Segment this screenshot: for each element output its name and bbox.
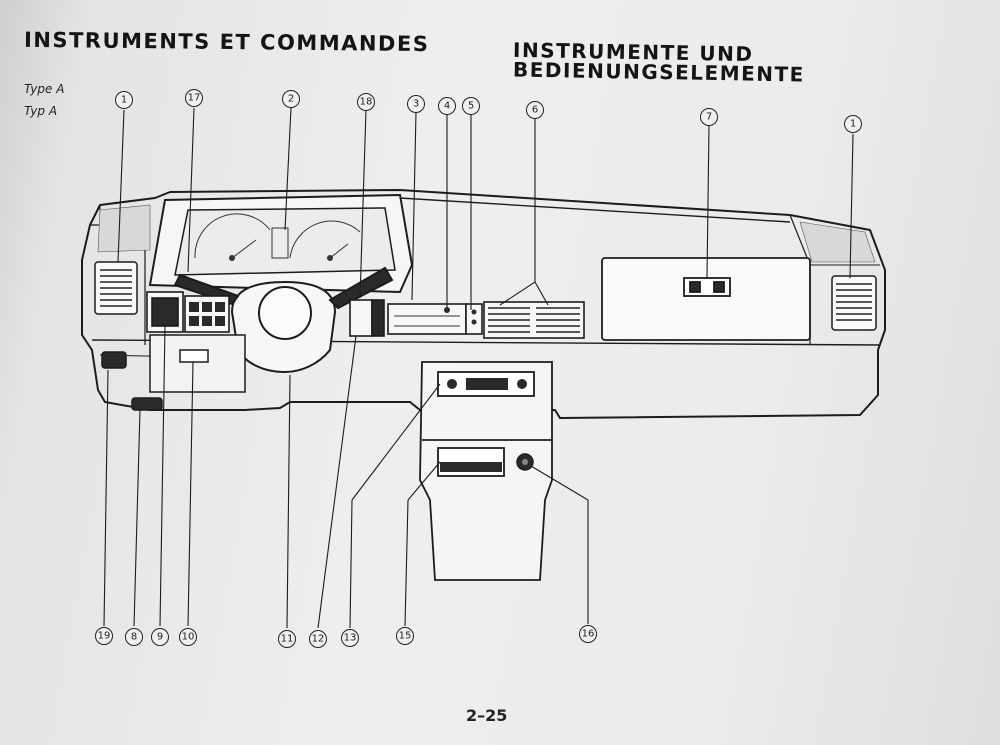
callout-11: 11 <box>281 634 294 645</box>
callout-18: 18 <box>360 97 373 108</box>
heater-control-panel <box>349 299 483 337</box>
cigarette-lighter <box>516 453 534 471</box>
callout-6: 6 <box>532 105 538 116</box>
callout-4: 4 <box>444 101 450 112</box>
callout-12: 12 <box>312 634 325 645</box>
callout-9: 9 <box>157 632 163 643</box>
callout-13: 13 <box>344 633 357 644</box>
type-label-french: Type A <box>24 82 65 96</box>
wiper-stalk <box>328 266 394 310</box>
callout-19: 19 <box>98 631 111 642</box>
callout-3: 3 <box>413 99 419 110</box>
callout-10: 10 <box>182 632 195 643</box>
ashtray <box>440 462 502 472</box>
callout-1-left: 1 <box>121 95 127 106</box>
callout-17: 17 <box>188 93 201 104</box>
glove-box <box>601 257 811 341</box>
callout-15: 15 <box>399 631 412 642</box>
type-label-german: Typ A <box>24 104 58 118</box>
callout-1-right: 1 <box>850 119 856 130</box>
radio <box>447 378 527 390</box>
callout-16: 16 <box>582 629 595 640</box>
page-number: 2–25 <box>466 706 508 725</box>
callout-8: 8 <box>131 632 137 643</box>
callout-2: 2 <box>288 94 294 105</box>
steering-wheel <box>230 280 337 374</box>
callout-7: 7 <box>706 112 712 123</box>
callout-5: 5 <box>468 101 474 112</box>
